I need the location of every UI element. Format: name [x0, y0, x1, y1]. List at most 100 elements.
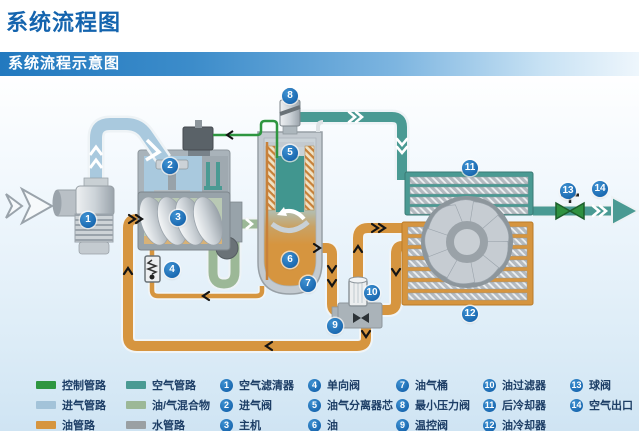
component-badge: 3 — [220, 418, 233, 431]
check-valve — [144, 255, 161, 283]
legend-component-item: 9 温控阀 — [396, 418, 470, 431]
legend-line-types-col2: 空气管路 油/气混合物 水管路 — [126, 378, 210, 431]
legend-label: 空气滤清器 — [239, 380, 294, 392]
separator-element — [276, 156, 304, 212]
legend-line-item: 水管路 — [126, 418, 210, 431]
legend-components-col4: 10 油过滤器 11 后冷却器 12 油冷却器 — [483, 378, 546, 431]
legend-label: 球阀 — [589, 380, 611, 392]
legend-component-item: 10 油过滤器 — [483, 378, 546, 392]
solenoid-valve — [182, 120, 214, 156]
component-badge: 5 — [282, 145, 298, 161]
legend-line-types-col1: 控制管路 进气管路 油管路 — [36, 378, 106, 431]
component-badge: 4 — [164, 262, 180, 278]
line-swatch — [36, 421, 56, 429]
cooling-fan — [421, 196, 513, 288]
line-swatch — [126, 421, 146, 429]
legend-label: 进气阀 — [239, 400, 272, 412]
legend-component-item: 7 油气桶 — [396, 378, 470, 392]
component-badge: 13 — [560, 183, 576, 199]
thermo-valve — [331, 302, 383, 329]
component-badge: 14 — [592, 181, 608, 197]
legend-label: 油管路 — [62, 420, 95, 431]
legend-label: 空气管路 — [152, 380, 196, 392]
flow-arrows — [122, 110, 609, 352]
air-end — [137, 191, 243, 260]
legend-line-item: 空气管路 — [126, 378, 210, 392]
component-badge: 10 — [483, 378, 496, 392]
legend-label: 油气桶 — [415, 380, 448, 392]
legend-label: 主机 — [239, 420, 261, 431]
air-outlet-arrow — [611, 195, 639, 227]
line-swatch — [36, 401, 56, 409]
oil-filter — [348, 276, 368, 307]
component-badge: 10 — [364, 285, 380, 301]
component-badge: 9 — [396, 418, 409, 431]
component-badge: 8 — [396, 398, 409, 412]
line-swatch — [126, 401, 146, 409]
legend-label: 温控阀 — [415, 420, 448, 431]
line-swatch — [36, 381, 56, 389]
intake-pipe — [87, 115, 171, 188]
legend-components-col1: 1 空气滤清器 2 进气阀 3 主机 — [220, 378, 294, 431]
component-badge: 1 — [80, 212, 96, 228]
tank-vent — [316, 120, 324, 132]
legend-label: 油冷却器 — [502, 420, 546, 431]
component-badge: 2 — [220, 398, 233, 412]
legend-line-item: 油管路 — [36, 418, 106, 431]
legend-component-item: 1 空气滤清器 — [220, 378, 294, 392]
legend-label: 最小压力阀 — [415, 400, 470, 412]
legend-line-item: 控制管路 — [36, 378, 106, 392]
legend-component-item: 2 进气阀 — [220, 398, 294, 412]
component-badge: 1 — [220, 378, 233, 392]
component-badge: 11 — [462, 160, 478, 176]
legend-components-col5: 13 球阀 14 空气出口 — [570, 378, 633, 412]
legend-label: 油 — [327, 420, 338, 431]
legend-component-item: 11 后冷却器 — [483, 398, 546, 412]
page-title: 系统流程图 — [6, 10, 122, 35]
legend-label: 水管路 — [152, 420, 185, 431]
legend-label: 油气分离器芯 — [327, 400, 393, 412]
component-badge: 13 — [570, 378, 583, 392]
component-badge: 12 — [462, 306, 478, 322]
section-header-text: 系统流程示意图 — [8, 55, 121, 72]
legend-component-item: 4 单向阀 — [308, 378, 393, 392]
component-badge: 9 — [327, 318, 343, 334]
component-badge: 8 — [282, 88, 298, 104]
component-badge: 6 — [308, 418, 321, 431]
component-badge: 5 — [308, 398, 321, 412]
component-badge: 3 — [170, 210, 186, 226]
control-line — [213, 119, 279, 158]
legend-label: 后冷却器 — [502, 400, 546, 412]
legend-line-item: 油/气混合物 — [126, 398, 210, 412]
intake-air-arrow — [5, 186, 55, 226]
separator-wall-right — [304, 145, 315, 211]
line-swatch — [126, 381, 146, 389]
legend-component-item: 3 主机 — [220, 418, 294, 431]
legend-component-item: 8 最小压力阀 — [396, 398, 470, 412]
legend-label: 油/气混合物 — [152, 400, 211, 412]
component-badge: 4 — [308, 378, 321, 392]
legend-components-col3: 7 油气桶 8 最小压力阀 9 温控阀 — [396, 378, 470, 431]
component-badge: 12 — [483, 418, 496, 431]
legend-label: 油过滤器 — [502, 380, 546, 392]
component-badge: 2 — [162, 158, 178, 174]
component-badge: 7 — [396, 378, 409, 392]
air-pipe — [296, 109, 410, 180]
legend-line-item: 进气管路 — [36, 398, 106, 412]
legend-component-item: 13 球阀 — [570, 378, 633, 392]
diagram-canvas — [5, 88, 639, 353]
section-header-bar: 系统流程示意图 — [0, 52, 639, 76]
legend-component-item: 14 空气出口 — [570, 398, 633, 412]
legend-label: 空气出口 — [589, 400, 633, 412]
component-badge: 7 — [300, 276, 316, 292]
system-flow-diagram: 1 2 3 4 5 6 7 8 9 10 11 12 13 14 — [0, 76, 639, 372]
legend-label: 控制管路 — [62, 380, 106, 392]
legend-label: 单向阀 — [327, 380, 360, 392]
legend-component-item: 5 油气分离器芯 — [308, 398, 393, 412]
oil-gas-tank — [257, 120, 324, 295]
pilot-lines — [204, 162, 222, 190]
component-badge: 14 — [570, 398, 583, 412]
component-badge: 11 — [483, 398, 496, 412]
